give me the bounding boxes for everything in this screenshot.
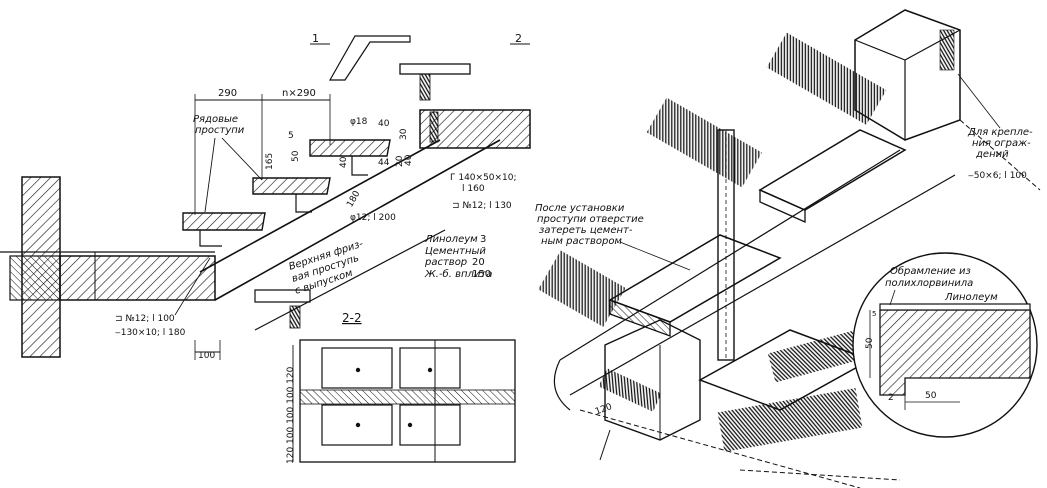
section-2-2-title: 2-2 bbox=[342, 311, 362, 325]
label-after-install-3: затереть цемент- bbox=[539, 225, 633, 236]
dim-40a: 40 bbox=[378, 119, 390, 129]
dim-dia18: φ18 bbox=[350, 117, 368, 127]
stringer-top bbox=[199, 139, 441, 273]
label-fastening-2: ния ограж- bbox=[972, 138, 1031, 149]
label-angle-mid-2: l 160 bbox=[462, 184, 485, 194]
dim-2-detail: 2 bbox=[888, 393, 894, 403]
label-linoleum-detail: Линолеум bbox=[944, 292, 998, 303]
dim-165: 165 bbox=[265, 153, 275, 170]
dim-100: 100 bbox=[198, 351, 215, 361]
tread-3 bbox=[309, 139, 391, 157]
tread-2 bbox=[252, 177, 331, 195]
label-regular-treads-2: проступи bbox=[195, 125, 245, 136]
label-channel-mid: ⊐ №12; l 130 bbox=[452, 201, 512, 211]
layer-linoleum: Линолеум bbox=[424, 234, 478, 245]
dim-50-detail: 50 bbox=[865, 337, 875, 349]
layer-cement-2: раствор bbox=[424, 257, 467, 268]
dim-stack: 120 100 100 100 120 bbox=[286, 366, 296, 464]
dim-40c: 40 bbox=[404, 154, 414, 166]
layer-linoleum-val: 3 bbox=[480, 234, 486, 245]
dim-44: 44 bbox=[378, 158, 390, 168]
tread-top bbox=[419, 109, 531, 149]
stringer-bottom bbox=[214, 139, 501, 301]
label-after-install-4: ным раствором bbox=[541, 236, 622, 247]
label-after-install-2: проступи отверстие bbox=[537, 214, 644, 225]
dim-n290: n×290 bbox=[282, 88, 316, 99]
dim-50c-detail: 50 bbox=[925, 391, 937, 401]
landing-slab bbox=[59, 255, 216, 301]
label-fastening-3: дений bbox=[975, 149, 1009, 160]
slab-left-piece bbox=[9, 255, 61, 301]
section-1-1: 290 n×290 5 50 165 40 30 40 44 20 40 180… bbox=[0, 32, 531, 361]
label-fastening-4: ‒50×6; l 100 bbox=[968, 171, 1027, 181]
dim-5-detail: 5 bbox=[872, 310, 876, 318]
tread-1 bbox=[182, 212, 266, 231]
layer-rc: Ж.-б. вплита bbox=[424, 268, 492, 280]
label-regular-treads-1: Рядовые bbox=[193, 114, 238, 125]
mark-cut1: 1 bbox=[312, 32, 319, 45]
label-angle-left-1: ⊐ №12; l 100 bbox=[115, 314, 175, 324]
layer-cement-1: Цементный bbox=[425, 246, 486, 257]
lower-block bbox=[604, 319, 701, 441]
label-after-install-1: После установки bbox=[535, 203, 625, 214]
label-angle-left-2: ‒130×10; l 180 bbox=[115, 328, 186, 338]
upper-block bbox=[854, 9, 961, 141]
dim-20: 20 bbox=[395, 155, 405, 167]
axon-tread-upper bbox=[758, 129, 907, 211]
dim-290: 290 bbox=[218, 88, 237, 99]
dim-120: 120 bbox=[594, 402, 614, 417]
dim-180: 180 bbox=[345, 189, 362, 209]
layer-rc-val: 150 bbox=[472, 269, 491, 280]
section-2-2: 2-2 120 100 100 100 120 bbox=[286, 311, 516, 464]
bracket-top bbox=[399, 63, 471, 75]
dim-30: 30 bbox=[399, 128, 409, 140]
mark-cut1-side: 2 bbox=[515, 32, 522, 45]
dim-50: 50 bbox=[291, 150, 301, 162]
layer-cement-val: 20 bbox=[472, 257, 485, 268]
dim-rod12: φ12; l 200 bbox=[350, 213, 396, 223]
axonometric-view: 120 После установки проступи отверстие з… bbox=[535, 9, 1041, 488]
dim-40b: 40 bbox=[339, 156, 349, 168]
label-angle-mid-1: Г 140×50×10; bbox=[450, 173, 517, 183]
label-framing-2: полихлорвинила bbox=[885, 278, 973, 289]
label-fastening-1: Для крепле- bbox=[967, 127, 1033, 138]
dim-5: 5 bbox=[288, 131, 294, 141]
label-framing-1: Обрамление из bbox=[890, 265, 971, 277]
